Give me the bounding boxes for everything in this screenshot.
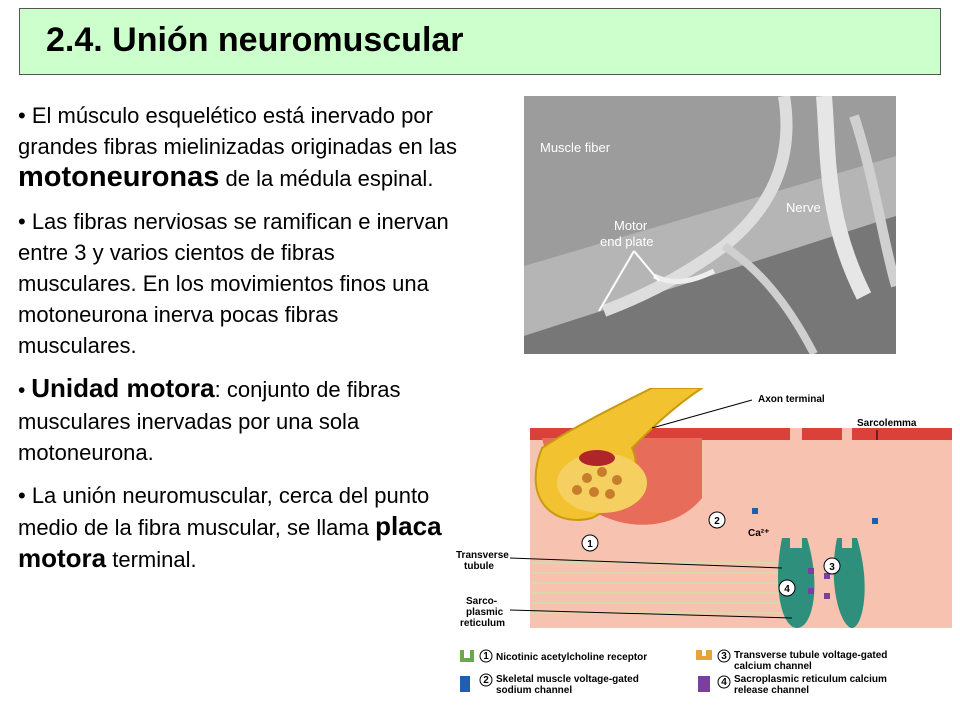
page-title: 2.4. Unión neuromuscular <box>46 21 464 59</box>
svg-text:2: 2 <box>714 516 720 527</box>
label-sarcolemma: Sarcolemma <box>857 418 917 429</box>
label-tubule: tubule <box>464 561 494 572</box>
paragraph-3-tail: : conjunto de fibras musculares inervada… <box>18 377 401 465</box>
label-motor: Motor <box>614 218 648 233</box>
neuromuscular-junction-diagram: 1 2 3 4 Axon terminal Sarcolemma Ca²⁺ Tr… <box>456 388 952 696</box>
legend-4-line1: Sacroplasmic reticulum calcium <box>734 674 887 685</box>
paragraph-1-tail: de la médula espinal. <box>219 166 434 191</box>
svg-text:4: 4 <box>721 677 727 688</box>
svg-text:4: 4 <box>784 584 790 595</box>
title-banner: 2.4. Unión neuromuscular <box>19 8 941 75</box>
paragraph-4: • La unión neuromuscular, cerca del punt… <box>18 480 458 575</box>
diagram-legend: 1 Nicotinic acetylcholine receptor 2 Ske… <box>460 649 887 696</box>
keyword-motoneuronas: motoneuronas <box>18 161 220 193</box>
legend-2-line1: Skeletal muscle voltage-gated <box>496 674 639 685</box>
label-axon-terminal: Axon terminal <box>758 394 825 405</box>
calcium-channel-icon <box>696 650 712 660</box>
receptor-icon <box>460 650 474 662</box>
label-reticulum: reticulum <box>460 618 505 629</box>
paragraph-3: • Unidad motora: conjunto de fibras musc… <box>18 373 458 468</box>
legend-3-line2: calcium channel <box>734 661 812 672</box>
paragraph-1: • El músculo esquelético está inervado p… <box>18 100 458 194</box>
release-channel-icon <box>698 676 710 692</box>
paragraph-4-lead: • La unión neuromuscular, cerca del punt… <box>18 483 430 540</box>
label-sarco: Sarco- <box>466 596 497 607</box>
paragraph-1-lead: • El músculo esquelético está inervado p… <box>18 103 458 159</box>
legend-3-line1: Transverse tubule voltage-gated <box>734 650 887 661</box>
svg-text:1: 1 <box>587 539 593 550</box>
label-muscle-fiber: Muscle fiber <box>540 140 611 155</box>
keyword-unidad-motora: Unidad motora <box>31 373 215 403</box>
paragraph-3-bullet: • <box>18 379 32 402</box>
svg-text:3: 3 <box>829 562 835 573</box>
paragraph-2: • Las fibras nerviosas se ramifican e in… <box>18 209 449 358</box>
svg-text:2: 2 <box>483 675 489 686</box>
sodium-channel-icon <box>460 676 470 692</box>
paragraph-4-tail: terminal. <box>106 547 197 572</box>
keyword-placa-motora: placa motora <box>18 511 442 573</box>
legend-1-line1: Nicotinic acetylcholine receptor <box>496 652 647 663</box>
label-plasmic: plasmic <box>466 607 504 618</box>
micrograph-image: Muscle fiber Nerve Motor end plate <box>524 96 896 354</box>
svg-text:3: 3 <box>721 651 727 662</box>
legend-4-line2: release channel <box>734 685 809 696</box>
text-column: • El músculo esquelético está inervado p… <box>18 100 458 587</box>
label-calcium: Ca²⁺ <box>748 528 769 539</box>
label-nerve: Nerve <box>786 200 821 215</box>
legend-2-line2: sodium channel <box>496 685 572 696</box>
svg-text:1: 1 <box>483 651 489 662</box>
label-transverse: Transverse <box>456 550 509 561</box>
label-end-plate: end plate <box>600 234 654 249</box>
